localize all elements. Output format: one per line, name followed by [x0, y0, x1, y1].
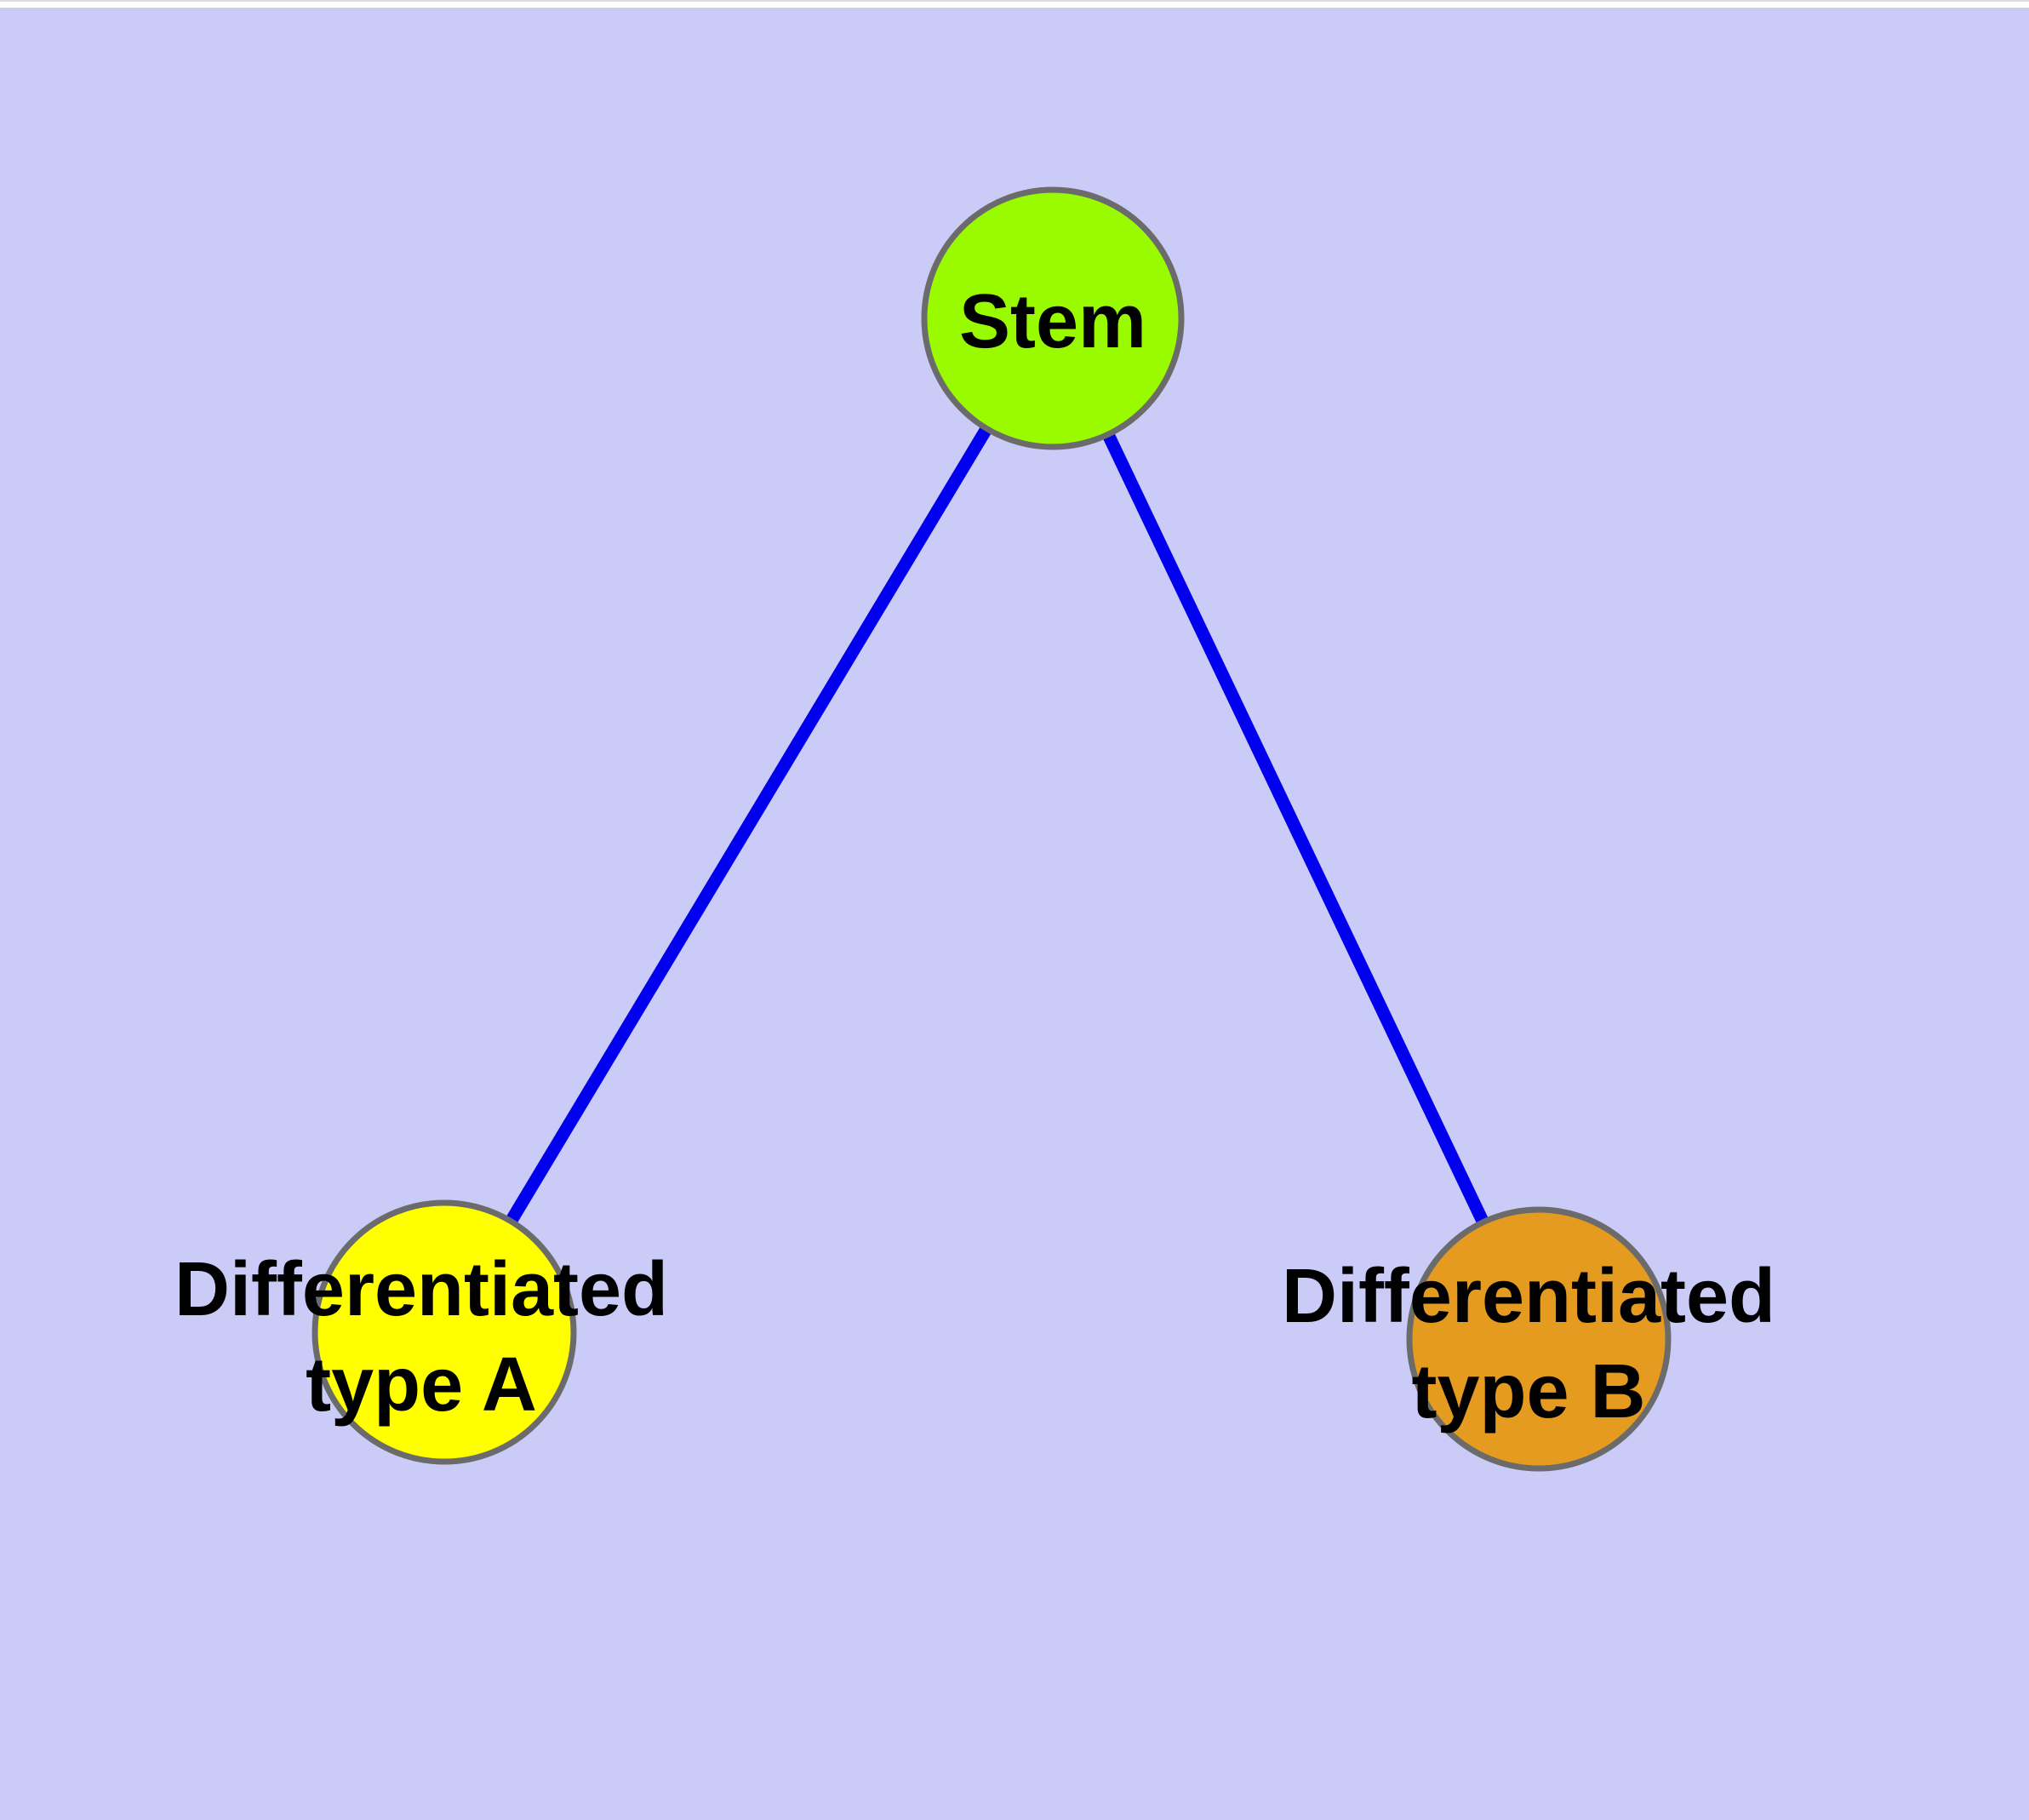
- node-differentiated-type-b: [1406, 1206, 1672, 1472]
- node-stem-label: Stem: [959, 279, 1146, 364]
- window-top-strip: [0, 0, 2029, 8]
- node-type-a-label-line2: type A: [306, 1342, 537, 1428]
- node-type-a-label-line1: Differentiated: [174, 1247, 668, 1332]
- edge-stem-to-type-a: [438, 315, 1059, 1336]
- node-stem: [921, 186, 1185, 450]
- node-type-b-label-line1: Differentiated: [1282, 1254, 1775, 1339]
- node-type-b-label-line2: type B: [1411, 1349, 1645, 1434]
- node-differentiated-type-a: [311, 1199, 577, 1465]
- window-top-hairline: [0, 0, 2029, 2]
- edge-stem-to-type-b: [1047, 315, 1545, 1342]
